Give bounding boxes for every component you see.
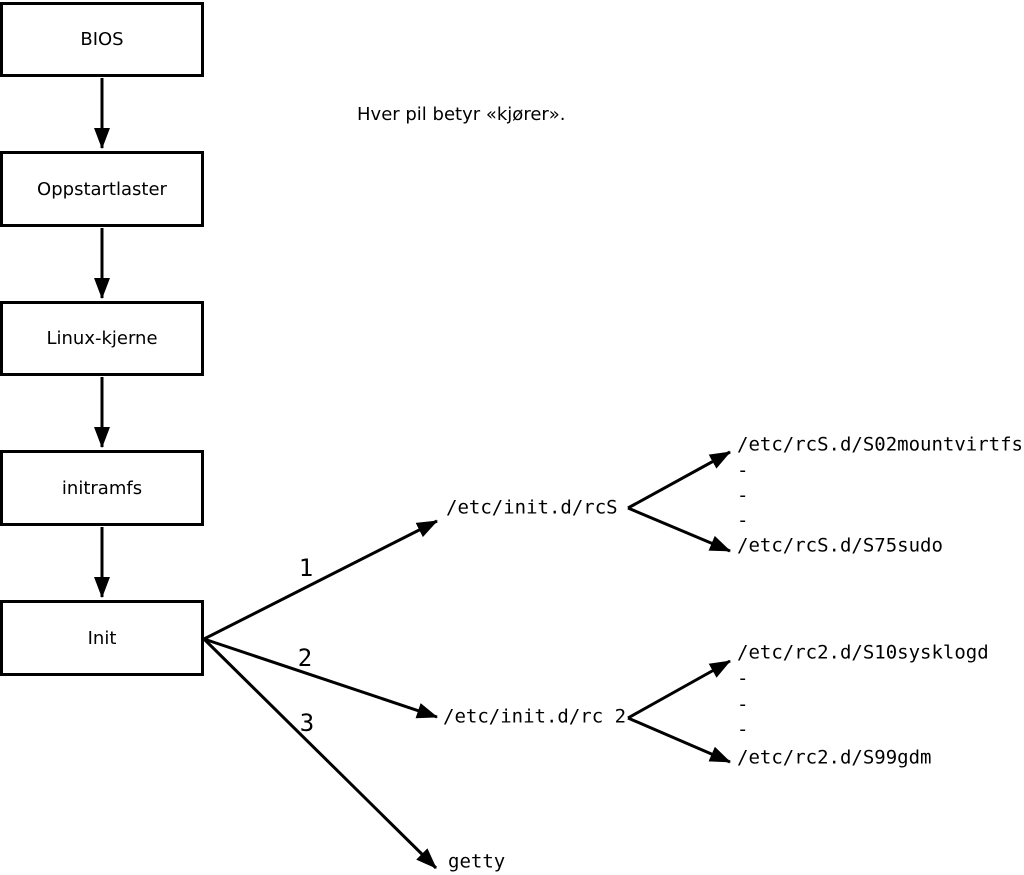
script-rc2-ellipsis-1: - — [737, 667, 749, 690]
node-oppstartlaster-label: Oppstartlaster — [37, 178, 167, 200]
branch-1-number: 1 — [298, 554, 314, 582]
script-s10sysklogd: /etc/rc2.d/S10sysklogd — [737, 641, 989, 664]
node-linux-kjerne: Linux-kjerne — [0, 301, 204, 376]
script-s99gdm: /etc/rc2.d/S99gdm — [737, 746, 932, 769]
arrow-rc2-to-s10sysklogd — [627, 659, 731, 720]
script-s75sudo: /etc/rcS.d/S75sudo — [737, 534, 943, 557]
node-init-label: Init — [87, 627, 117, 649]
node-getty: getty — [448, 850, 506, 873]
node-bios-label: BIOS — [80, 29, 124, 50]
node-initramfs: initramfs — [0, 450, 204, 526]
arrow-init-to-getty — [202, 637, 438, 870]
node-oppstartlaster: Oppstartlaster — [0, 151, 204, 227]
script-rcs-ellipsis-2: - — [737, 484, 749, 507]
node-etc-init-d-rc2: /etc/init.d/rc 2 — [443, 705, 627, 728]
arrow-rc2-to-s99gdm — [627, 716, 731, 764]
script-s02mountvirtfs: /etc/rcS.d/S02mountvirtfs — [737, 433, 1023, 456]
script-rcs-ellipsis-1: - — [737, 459, 749, 482]
script-rc2-ellipsis-3: - — [737, 718, 749, 741]
node-initramfs-label: initramfs — [61, 477, 143, 499]
arrow-init-to-rc2 — [203, 637, 438, 719]
script-rcs-ellipsis-3: - — [737, 509, 749, 532]
node-etc-init-d-rcs: /etc/init.d/rcS — [446, 496, 618, 519]
script-rc2-ellipsis-2: - — [737, 693, 749, 716]
branch-3-number: 3 — [299, 709, 315, 737]
legend-note: Hver pil betyr «kjører». — [357, 104, 566, 125]
arrow-init-to-rcs — [203, 519, 438, 641]
node-linux-kjerne-label: Linux-kjerne — [46, 328, 158, 349]
node-init: Init — [0, 600, 204, 676]
arrow-rcs-to-s75sudo — [627, 506, 731, 553]
arrow-rcs-to-s02mountvirtfs — [627, 450, 731, 510]
node-bios: BIOS — [0, 2, 204, 77]
branch-2-number: 2 — [297, 644, 313, 672]
